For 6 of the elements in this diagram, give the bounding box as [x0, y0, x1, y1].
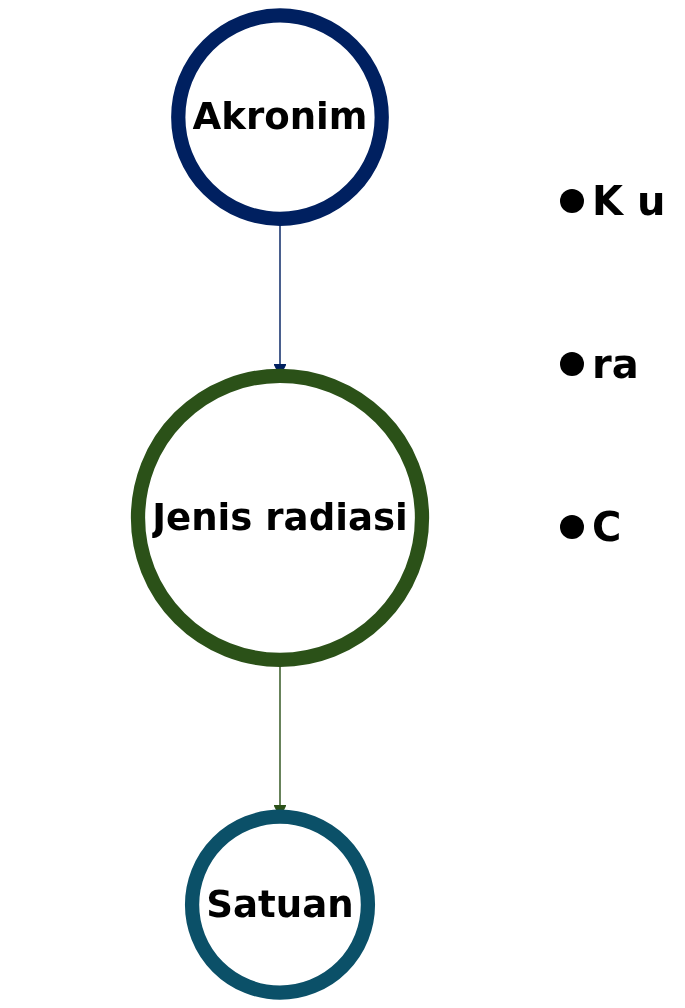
node-circle: Akronim: [171, 8, 389, 226]
bullet-text: ra: [592, 341, 639, 387]
node-circle: Satuan: [184, 809, 376, 1000]
bullet-text: K u: [592, 178, 666, 225]
bullet-text: C: [592, 503, 622, 550]
node-circle: Jenis radiasi: [130, 368, 430, 667]
